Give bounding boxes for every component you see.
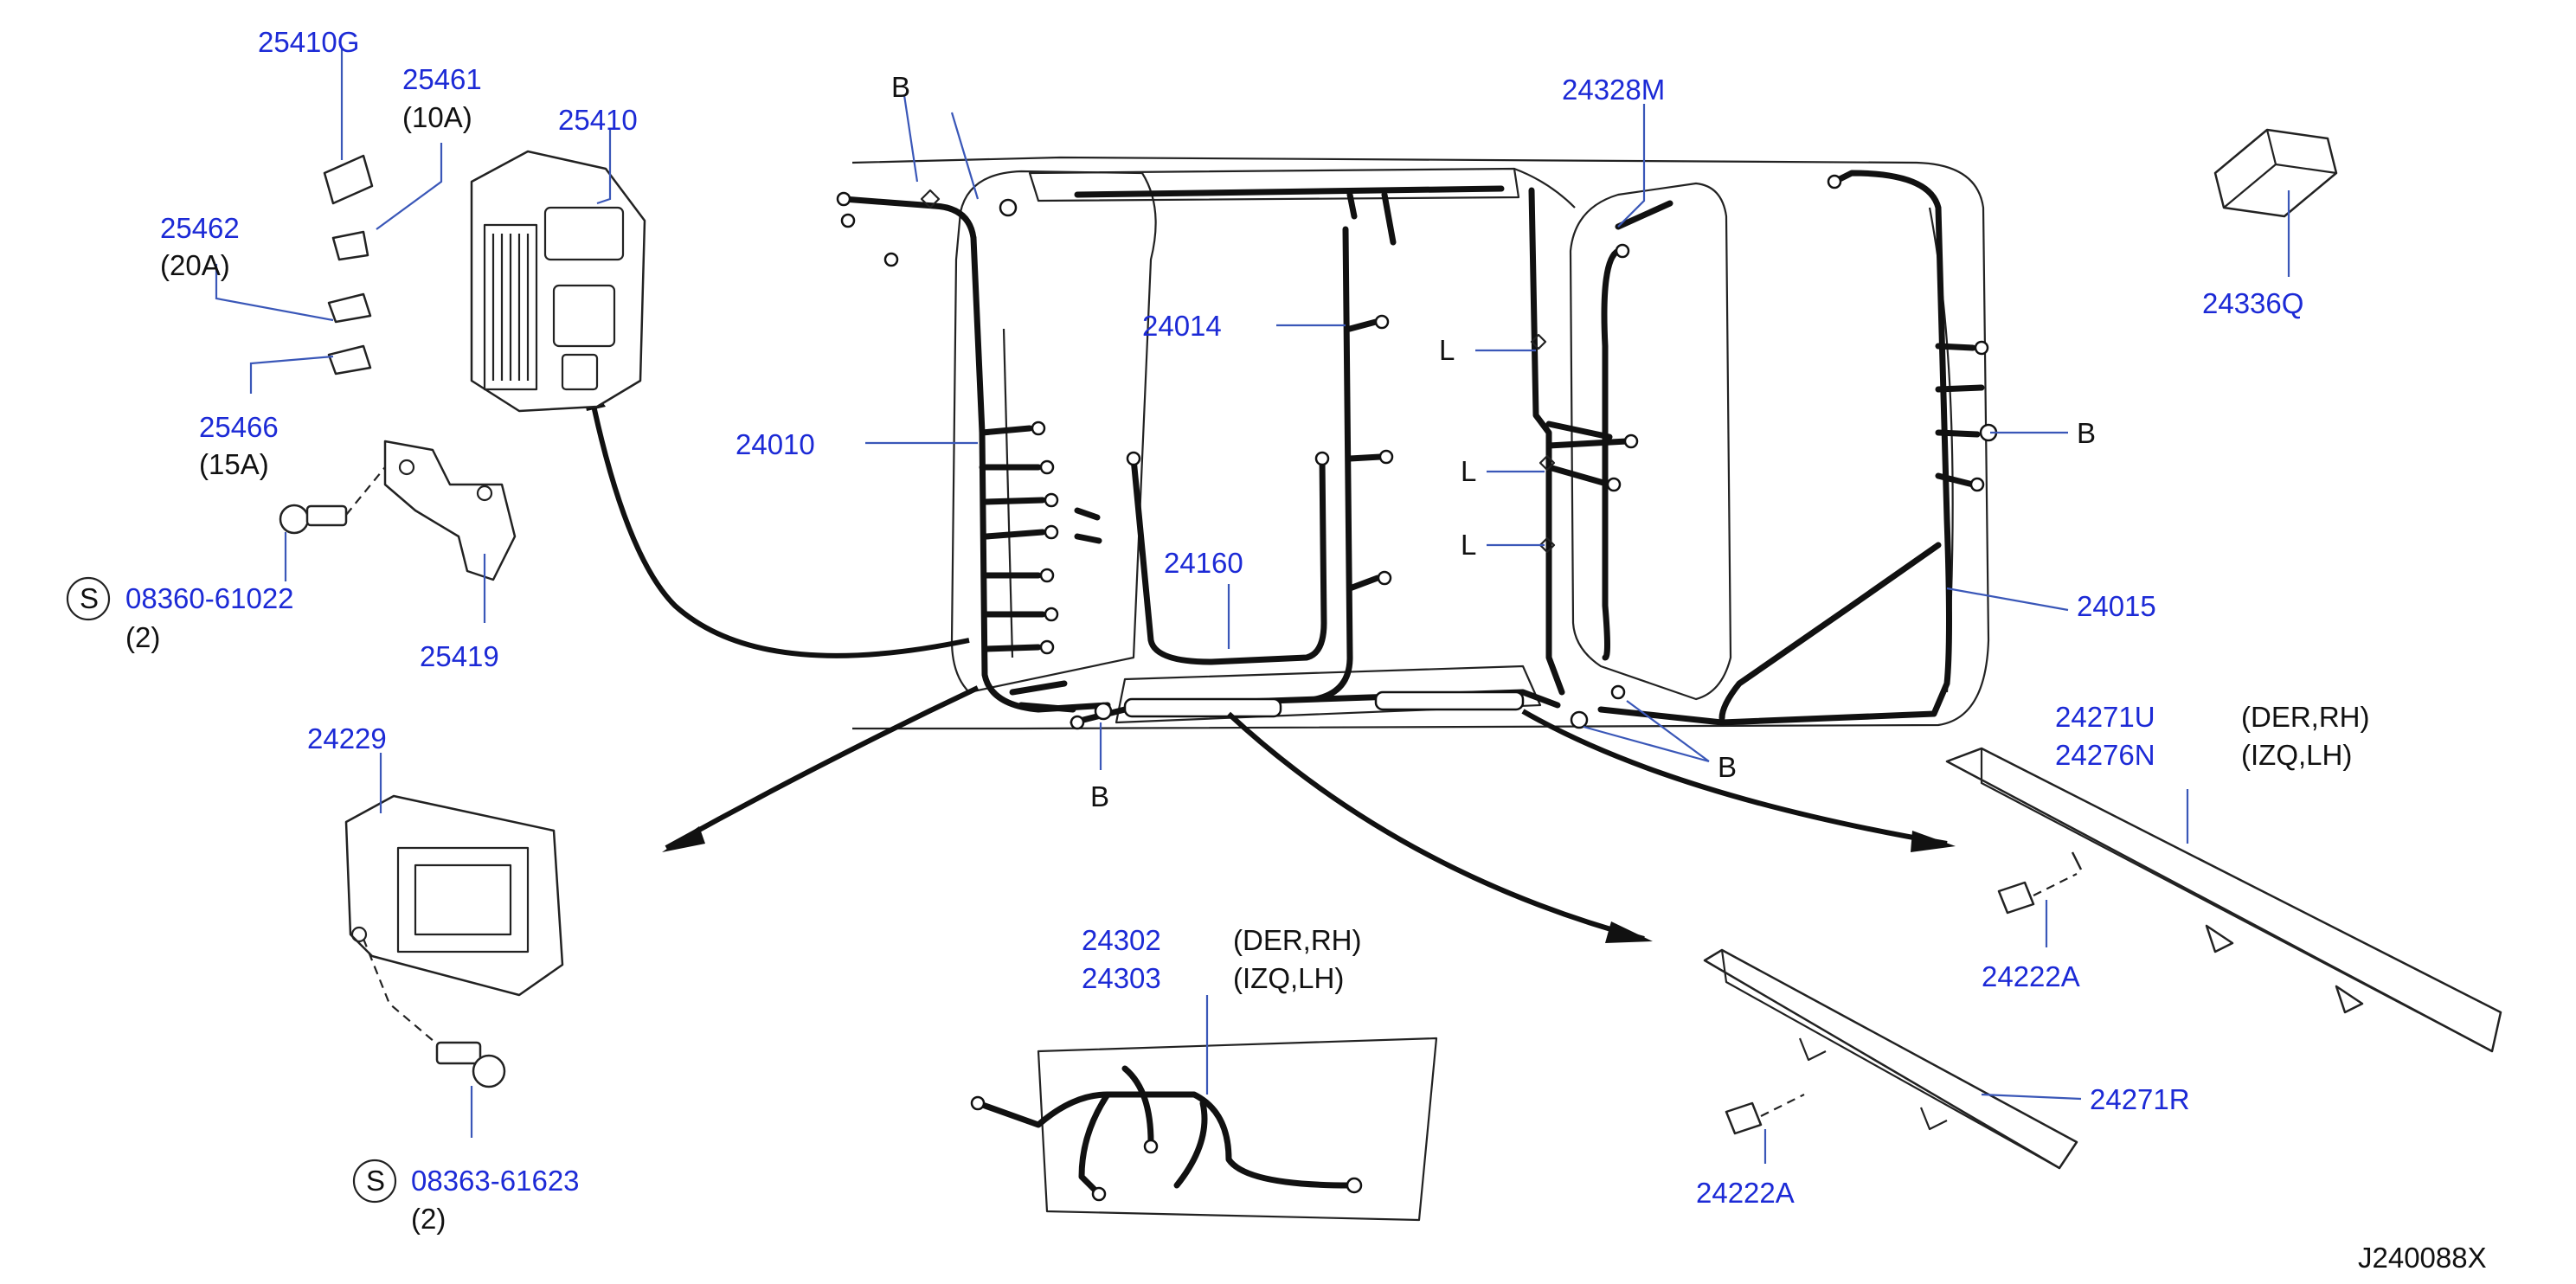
label-l-1: L — [1439, 334, 1455, 366]
leader-lines — [215, 48, 2290, 1164]
label-08363-61623: 08363-61623 — [411, 1165, 580, 1197]
label-25410: 25410 — [558, 104, 638, 136]
trunk-harness-24328M — [1615, 200, 1673, 230]
label-08360-61022: 08360-61022 — [125, 582, 294, 614]
door-harness-24302 — [970, 1037, 1438, 1222]
label-b-bottom-left: B — [1090, 780, 1109, 812]
note-izq-lh-1: (IZQ,LH) — [1233, 962, 1344, 994]
label-b-top: B — [891, 71, 910, 103]
main-harness-24010 — [840, 196, 1111, 713]
quantity-2: (2) — [411, 1203, 446, 1235]
label-24160: 24160 — [1164, 547, 1243, 579]
note-der-rh-1: (DER,RH) — [1233, 924, 1361, 956]
label-24271R: 24271R — [2090, 1083, 2190, 1115]
s-symbol-1: S — [80, 582, 99, 614]
connector-icon — [836, 191, 851, 207]
clip-icon — [1725, 1094, 1805, 1135]
label-24014: 24014 — [1142, 310, 1222, 342]
label-24328M: 24328M — [1562, 74, 1665, 106]
label-l-3: L — [1461, 529, 1476, 561]
body-harness-24014 — [1074, 185, 1505, 703]
rear-harness-24015 — [1597, 170, 1985, 726]
blade-fuse-icon — [323, 154, 374, 376]
label-25466: 25466 — [199, 411, 279, 443]
fuse-block-icon — [470, 150, 646, 413]
sill-rail-24271U — [1945, 747, 2502, 1053]
label-l-2: L — [1461, 455, 1476, 487]
diagram-code: J240088X — [2358, 1242, 2487, 1274]
label-24303: 24303 — [1082, 962, 1161, 994]
label-b-right: B — [2077, 417, 2096, 449]
label-24222A-1: 24222A — [1982, 960, 2080, 992]
label-25410G: 25410G — [258, 26, 359, 58]
label-24336Q: 24336Q — [2202, 287, 2303, 319]
label-24010: 24010 — [736, 428, 815, 460]
label-24276N: 24276N — [2055, 739, 2155, 771]
bolt-icon — [362, 938, 506, 1088]
vehicle-body-outline — [851, 156, 1990, 730]
note-20a: (20A) — [160, 249, 230, 281]
sill-rail-24271R — [1703, 948, 2078, 1170]
label-24222A-2: 24222A — [1696, 1177, 1795, 1209]
bolt-icon — [279, 466, 386, 535]
label-24302: 24302 — [1082, 924, 1161, 956]
label-25461: 25461 — [402, 63, 482, 95]
label-25462: 25462 — [160, 212, 240, 244]
relay-connector-icon — [2213, 128, 2338, 218]
harness-24160 — [1130, 455, 1327, 665]
note-10a: (10A) — [402, 101, 472, 133]
label-24015: 24015 — [2077, 590, 2156, 622]
label-24229: 24229 — [307, 722, 387, 754]
bracket-icon — [383, 440, 517, 581]
quantity-1: (2) — [125, 621, 160, 653]
clip-icon — [1997, 873, 2078, 915]
s-symbol-2: S — [366, 1165, 385, 1197]
control-unit-icon — [344, 794, 564, 997]
part-labels: 25410G 25461 (10A) 25410 25462 (20A) 254… — [80, 26, 2487, 1274]
note-izq-lh-2: (IZQ,LH) — [2241, 739, 2352, 771]
harness-connectors — [836, 174, 1998, 730]
label-b-bottom-right: B — [1718, 751, 1737, 783]
note-15a: (15A) — [199, 448, 269, 480]
label-24271U: 24271U — [2055, 701, 2155, 733]
note-der-rh-2: (DER,RH) — [2241, 701, 2369, 733]
s-symbol-icons — [66, 576, 397, 1204]
label-25419: 25419 — [420, 640, 499, 672]
